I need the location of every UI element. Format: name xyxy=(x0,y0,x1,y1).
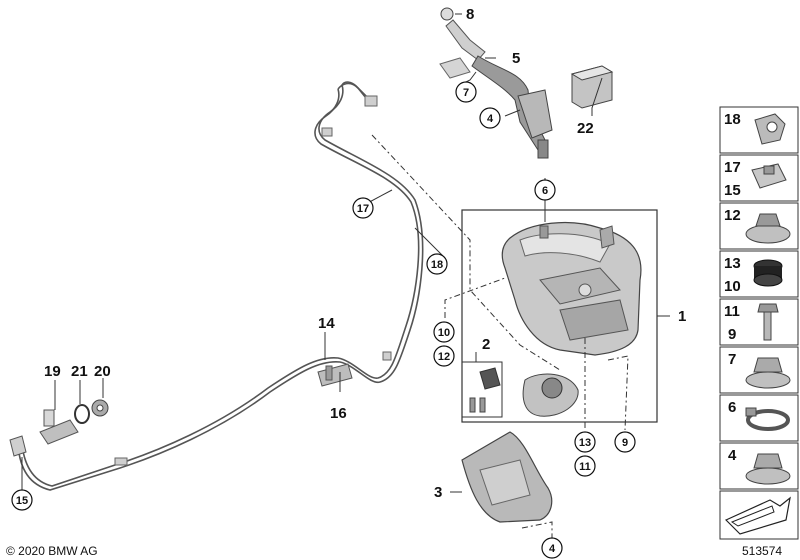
callout-11: 11 xyxy=(579,461,591,473)
panel-part-12 xyxy=(745,213,791,244)
callout-10: 10 xyxy=(438,327,450,339)
panel-label-13: 13 xyxy=(724,255,741,272)
panel-label-12: 12 xyxy=(724,207,741,224)
callout-17: 17 xyxy=(357,203,369,215)
panel-label-18: 18 xyxy=(724,111,741,128)
panel-label-10: 10 xyxy=(724,278,741,295)
circled-callouts xyxy=(11,81,636,559)
panel-label-6: 6 xyxy=(728,399,736,416)
hose-clips xyxy=(114,95,392,466)
control-unit-22 xyxy=(570,65,614,109)
panel-part-17-15 xyxy=(751,163,787,189)
callout-16: 16 xyxy=(330,405,347,422)
callout-9: 9 xyxy=(622,437,628,449)
heat-shield-3 xyxy=(461,431,553,523)
filler-neck xyxy=(439,7,553,159)
callout-2: 2 xyxy=(482,336,490,353)
callout-14: 14 xyxy=(318,315,335,332)
diagram-number: 513574 xyxy=(742,544,782,558)
callout-22: 22 xyxy=(577,120,594,137)
filler-fittings xyxy=(9,399,109,457)
panel-label-11: 11 xyxy=(724,303,740,320)
pump xyxy=(469,367,579,417)
copyright-text: © 2020 BMW AG xyxy=(6,544,98,558)
callout-13: 13 xyxy=(579,437,591,449)
callout-1: 1 xyxy=(678,308,686,325)
callout-12: 12 xyxy=(438,351,450,363)
panel-label-4: 4 xyxy=(728,447,737,464)
panel-label-9: 9 xyxy=(728,326,736,343)
callout-8: 8 xyxy=(466,6,474,23)
panel-part-18 xyxy=(754,113,786,145)
callout-3: 3 xyxy=(434,484,442,501)
panel-part-11-9 xyxy=(757,303,779,341)
side-panel: 18 17 15 12 13 10 11 9 7 6 4 xyxy=(719,106,799,540)
panel-part-7 xyxy=(745,357,791,389)
callout-6: 6 xyxy=(542,185,548,197)
tank xyxy=(501,221,642,356)
callout-15: 15 xyxy=(16,495,28,507)
callout-4-top: 4 xyxy=(487,113,494,125)
clip-16 xyxy=(317,363,353,387)
callout-19: 19 xyxy=(44,363,61,380)
hose-line xyxy=(17,81,424,491)
panel-part-6 xyxy=(745,407,790,431)
callout-21: 21 xyxy=(71,363,88,380)
panel-label-15: 15 xyxy=(724,182,741,199)
pump-subframe xyxy=(461,361,503,418)
panel-part-4 xyxy=(745,453,791,485)
callout-20: 20 xyxy=(94,363,111,380)
panel-label-17: 17 xyxy=(724,159,741,176)
panel-arrow-icon xyxy=(724,496,791,535)
callout-7: 7 xyxy=(463,87,469,99)
panel-label-7: 7 xyxy=(728,351,736,368)
callout-5: 5 xyxy=(512,50,520,67)
callout-4-bottom: 4 xyxy=(549,543,556,555)
panel-part-13-10 xyxy=(753,259,783,287)
callout-18: 18 xyxy=(431,259,443,271)
